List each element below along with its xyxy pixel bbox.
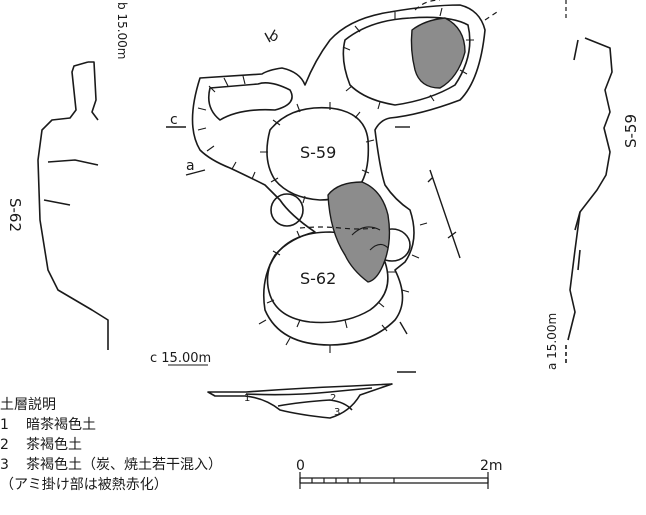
elevation-a: a 15.00m — [545, 313, 559, 370]
label-s59: S-59 — [300, 143, 336, 162]
pit-outline-outer — [191, 4, 486, 346]
legend-title: 土層説明 — [0, 397, 56, 413]
legend-note: （アミ掛け部は被熱赤化） — [0, 477, 168, 493]
section-line-right — [427, 169, 461, 259]
legend-item-text: 茶褐色土（炭、焼土若干混入） — [26, 457, 222, 473]
soil-layer-legend: 土層説明 1 暗茶褐色土 2 茶褐色土 3 茶褐色土（炭、焼土若干混入） （アミ掛け部… — [0, 395, 222, 495]
elevation-b: b 15.00m — [115, 2, 129, 59]
section-b-line — [264, 32, 271, 43]
legend-item-number: 3 — [0, 457, 9, 473]
profile-right — [565, 37, 613, 365]
pit-outline-inner — [207, 82, 293, 121]
s62-outline — [266, 231, 389, 324]
upper-lobe-inner — [342, 16, 471, 106]
label-s62: S-62 — [300, 269, 336, 288]
legend-item-number: 2 — [0, 437, 9, 453]
dashed-boundaries — [299, 0, 501, 230]
section-a-line — [185, 169, 206, 176]
burnt-area-detail — [351, 226, 389, 251]
legend-item: 3 茶褐色土（炭、焼土若干混入） — [0, 455, 222, 475]
elevation-c: c 15.00m — [150, 351, 211, 366]
section-label-a: a — [186, 158, 195, 174]
section-label-b: b — [266, 28, 282, 46]
scale-end: 2m — [480, 458, 503, 474]
profile-label-s62: S-62 — [6, 198, 24, 232]
profile-bottom — [207, 383, 393, 419]
legend-item-number: 1 — [0, 417, 9, 433]
legend-item-text: 茶褐色土 — [26, 437, 82, 453]
profile-left — [37, 61, 109, 350]
layer-number-2: 2 — [330, 393, 336, 404]
legend-item: 1 暗茶褐色土 — [0, 415, 222, 435]
layer-number-1: 1 — [244, 393, 250, 404]
scale-start: 0 — [296, 458, 305, 474]
burnt-area-center — [327, 181, 391, 283]
profile-label-s59: S-59 — [622, 114, 640, 148]
layer-number-3: 3 — [334, 407, 340, 418]
scale-bar — [299, 472, 489, 489]
burnt-areas — [327, 17, 466, 283]
section-lines — [166, 32, 461, 373]
burnt-area-upper — [410, 17, 466, 89]
legend-item: 2 茶褐色土 — [0, 435, 222, 455]
small-pit — [270, 193, 304, 227]
legend-item-text: 暗茶褐色土 — [26, 417, 96, 433]
section-label-c: c — [170, 112, 178, 128]
